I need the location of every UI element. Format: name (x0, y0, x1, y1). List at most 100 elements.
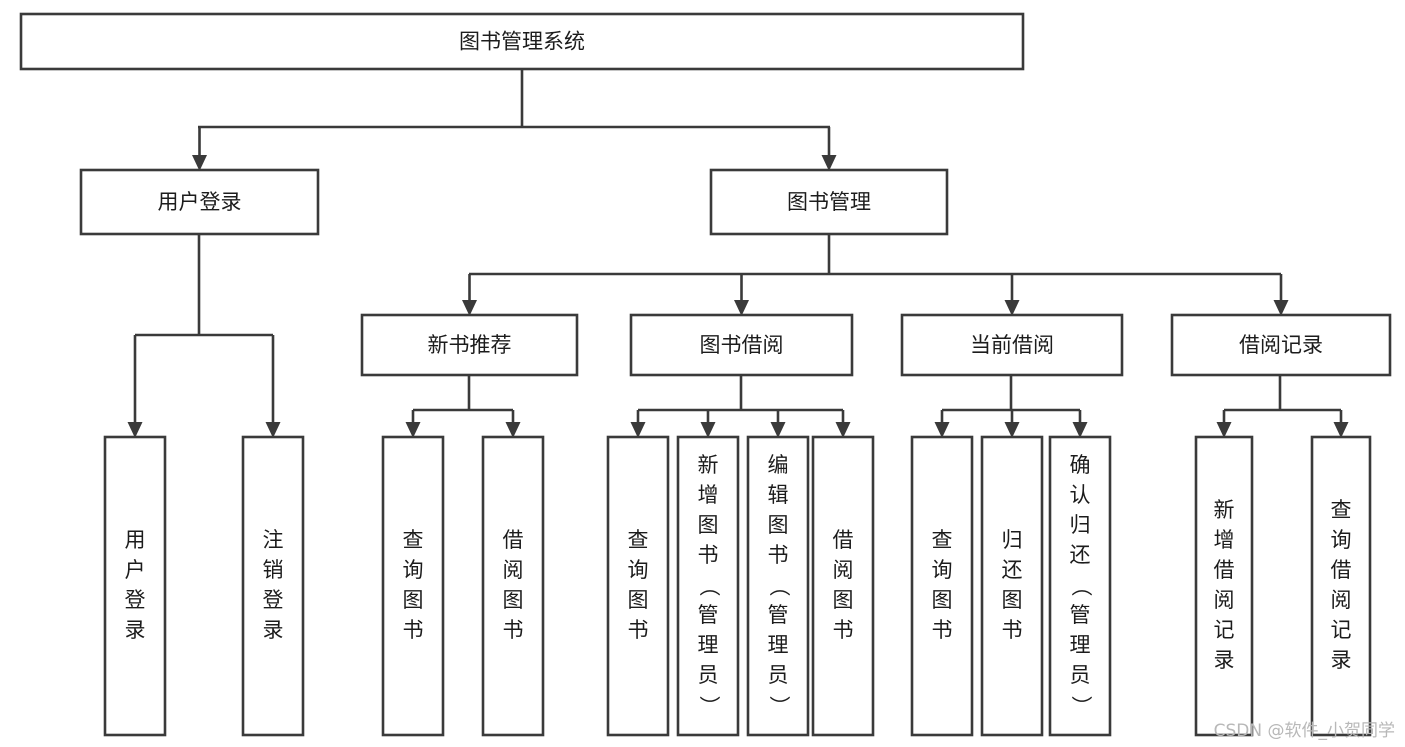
arrow-new-book-rec-to-leaf-query-book-rec (405, 410, 421, 438)
node-label-char: 书 (932, 618, 953, 642)
node-label-char: 新 (698, 453, 719, 477)
connector-book-borrow-bus (638, 375, 843, 412)
node-label: 图书借阅 (700, 333, 784, 357)
arrow-current-borrow-to-leaf-confirm-return (1072, 410, 1088, 438)
connector-current-borrow-bus (942, 375, 1080, 412)
node-label-char: 销 (263, 558, 284, 582)
node-box (1310, 435, 1372, 737)
node-label-char: 注 (263, 528, 284, 552)
node-root[interactable]: 图书管理系统 (19, 12, 1025, 71)
arrow-book-borrow-to-leaf-borrow-book (835, 410, 851, 438)
node-label-char: 图 (1002, 588, 1023, 612)
node-label-char: 借 (1331, 558, 1352, 582)
node-box (811, 435, 875, 737)
node-box (709, 168, 949, 236)
arrow-borrow-record-to-leaf-add-record (1216, 410, 1232, 438)
node-label-char: 借 (503, 528, 524, 552)
node-label-char: 还 (1002, 558, 1023, 582)
node-label-char: 书 (833, 618, 854, 642)
node-user-login[interactable]: 用户登录 (79, 168, 320, 236)
node-box (629, 313, 854, 377)
arrow-new-book-rec-to-leaf-borrow-book-rec (505, 410, 521, 438)
node-book-borrow[interactable]: 图书借阅 (629, 313, 854, 377)
node-label-char: 书 (403, 618, 424, 642)
node-label-char: ） (1069, 696, 1093, 717)
node-label: 用户登录 (158, 190, 242, 214)
node-label-char: 员 (768, 663, 789, 687)
node-label-char: 书 (628, 618, 649, 642)
node-leaf-user-login[interactable]: 用户登录 (103, 435, 167, 737)
node-box (481, 435, 545, 737)
node-label: 新书推荐 (428, 333, 512, 357)
node-box (676, 435, 740, 737)
node-label-char: 图 (503, 588, 524, 612)
node-label-char: 书 (1002, 618, 1023, 642)
node-label-char: 录 (125, 618, 146, 642)
node-label-char: 管 (698, 603, 719, 627)
arrow-current-borrow-to-leaf-return-book (1004, 410, 1020, 438)
arrow-book-manage-to-book-borrow (734, 274, 749, 316)
node-label-char: 编 (768, 453, 789, 477)
arrow-current-borrow-to-leaf-query-book-cur (934, 410, 950, 438)
node-label-char: （ (1069, 576, 1093, 597)
arrow-root-to-book-manage (821, 127, 837, 171)
node-label-char: 理 (1070, 633, 1091, 657)
node-label-char: 阅 (503, 558, 524, 582)
node-label: 当前借阅 (970, 333, 1054, 357)
node-box (1170, 313, 1392, 377)
node-label-char: 登 (263, 588, 284, 612)
node-label-char: 图 (403, 588, 424, 612)
node-box (900, 313, 1124, 377)
node-label-char: （ (697, 576, 721, 597)
node-label-char: 询 (403, 558, 424, 582)
node-label-char: 户 (125, 558, 146, 582)
arrow-book-manage-to-borrow-record (1273, 274, 1289, 316)
node-label-char: 记 (1214, 618, 1235, 642)
node-current-borrow[interactable]: 当前借阅 (900, 313, 1124, 377)
node-label-char: 管 (1070, 603, 1091, 627)
arrow-book-borrow-to-leaf-query-book (630, 410, 646, 438)
node-label-char: 书 (768, 543, 789, 567)
node-book-manage[interactable]: 图书管理 (709, 168, 949, 236)
node-label-char: 登 (125, 588, 146, 612)
connector-user-login-bus (135, 234, 273, 337)
node-label-char: 图 (833, 588, 854, 612)
arrow-user-login-to-leaf-user-login (127, 335, 143, 438)
node-label-char: 图 (932, 588, 953, 612)
node-box (79, 168, 320, 236)
node-borrow-record[interactable]: 借阅记录 (1170, 313, 1392, 377)
node-box (910, 435, 974, 737)
node-box (746, 435, 810, 737)
arrow-borrow-record-to-leaf-query-record (1333, 410, 1349, 438)
node-label-char: 理 (768, 633, 789, 657)
nodes-layer: 图书管理系统用户登录图书管理新书推荐图书借阅当前借阅借阅记录用户登录注销登录查询… (19, 12, 1392, 737)
node-label-char: 用 (125, 528, 146, 552)
node-label-char: 借 (1214, 558, 1235, 582)
arrow-root-to-user-login (192, 127, 207, 171)
node-label-char: 阅 (1214, 588, 1235, 612)
node-label-char: 阅 (833, 558, 854, 582)
node-label-char: 图 (628, 588, 649, 612)
node-new-book-rec[interactable]: 新书推荐 (360, 313, 579, 377)
arrow-book-manage-to-new-book-rec (462, 274, 477, 316)
node-box (241, 435, 305, 737)
node-label-char: 录 (1331, 648, 1352, 672)
node-label-char: 认 (1070, 483, 1091, 507)
node-label-char: 书 (698, 543, 719, 567)
node-label-char: 增 (698, 483, 719, 507)
connector-borrow-record-bus (1224, 375, 1341, 412)
node-label: 借阅记录 (1239, 333, 1323, 357)
